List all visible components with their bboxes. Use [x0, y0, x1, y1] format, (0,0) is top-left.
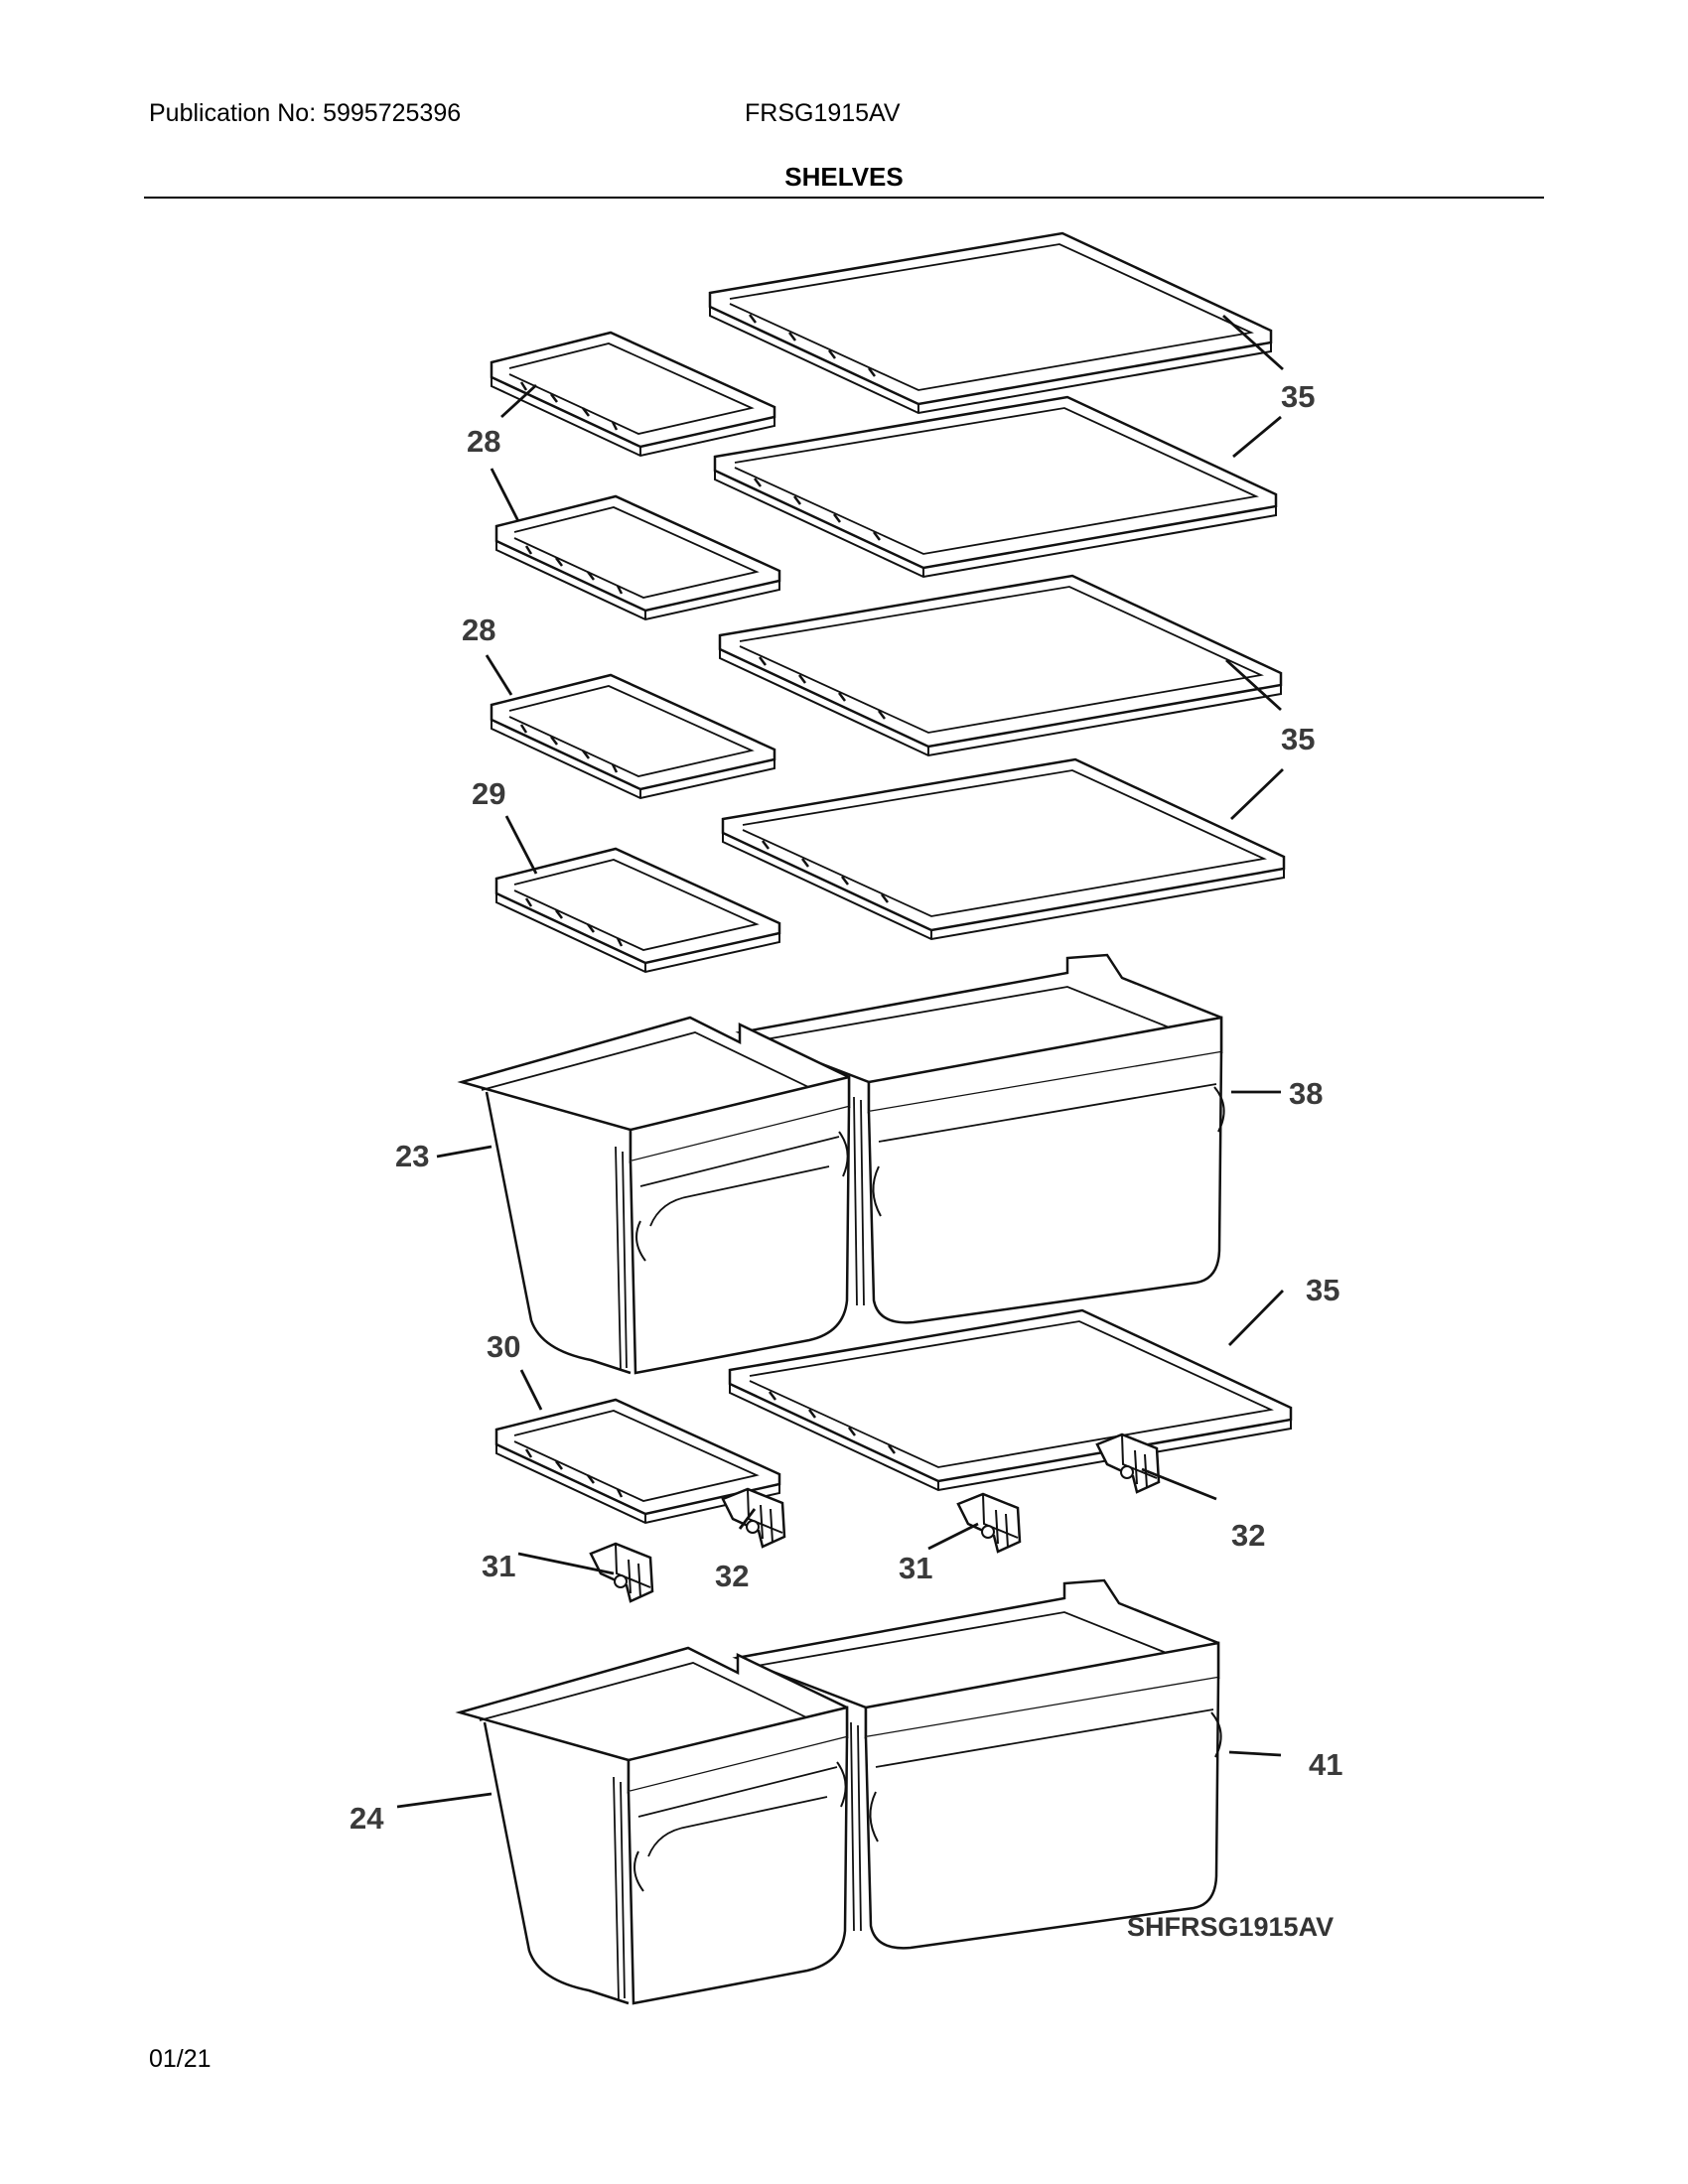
shelf-large-1 [708, 231, 1273, 415]
callout-29: 29 [472, 776, 505, 811]
callout-23: 23 [395, 1139, 429, 1173]
shelf-small-4 [494, 847, 781, 974]
publication-number: Publication No: 5995725396 [149, 99, 462, 127]
callout-35: 35 [1281, 379, 1315, 414]
drawer-small-upper [460, 1016, 851, 1375]
drawer-small-lower [458, 1646, 849, 2005]
header-rule [144, 197, 1544, 199]
shelf-large-2 [713, 395, 1278, 579]
callout-30: 30 [487, 1329, 520, 1364]
shelf-small-1 [490, 331, 776, 458]
callout-24: 24 [350, 1801, 384, 1836]
shelf-small-2 [494, 494, 781, 621]
callout-35: 35 [1306, 1273, 1339, 1307]
callout-28: 28 [467, 424, 500, 459]
bracket-31-right [956, 1492, 1022, 1554]
callout-31: 31 [482, 1549, 515, 1583]
page-footer-date: 01/21 [149, 2045, 211, 2073]
diagram-id-label: SHFRSG1915AV [1127, 1912, 1334, 1942]
callout-31: 31 [899, 1551, 932, 1585]
model-number: FRSG1915AV [745, 99, 901, 127]
shelf-large-3 [718, 574, 1283, 757]
callout-32: 32 [1231, 1518, 1265, 1553]
callout-41: 41 [1309, 1747, 1342, 1782]
callout-38: 38 [1289, 1076, 1323, 1111]
callout-28: 28 [462, 613, 495, 647]
section-title: SHELVES [784, 162, 904, 192]
bracket-32-left [721, 1487, 786, 1549]
bracket-31-left [589, 1542, 654, 1603]
callout-32: 32 [715, 1559, 749, 1593]
shelf-small-3 [490, 673, 776, 800]
leader-lines [396, 314, 1284, 1809]
callout-35: 35 [1281, 722, 1315, 756]
shelf-large-4 [721, 757, 1286, 941]
